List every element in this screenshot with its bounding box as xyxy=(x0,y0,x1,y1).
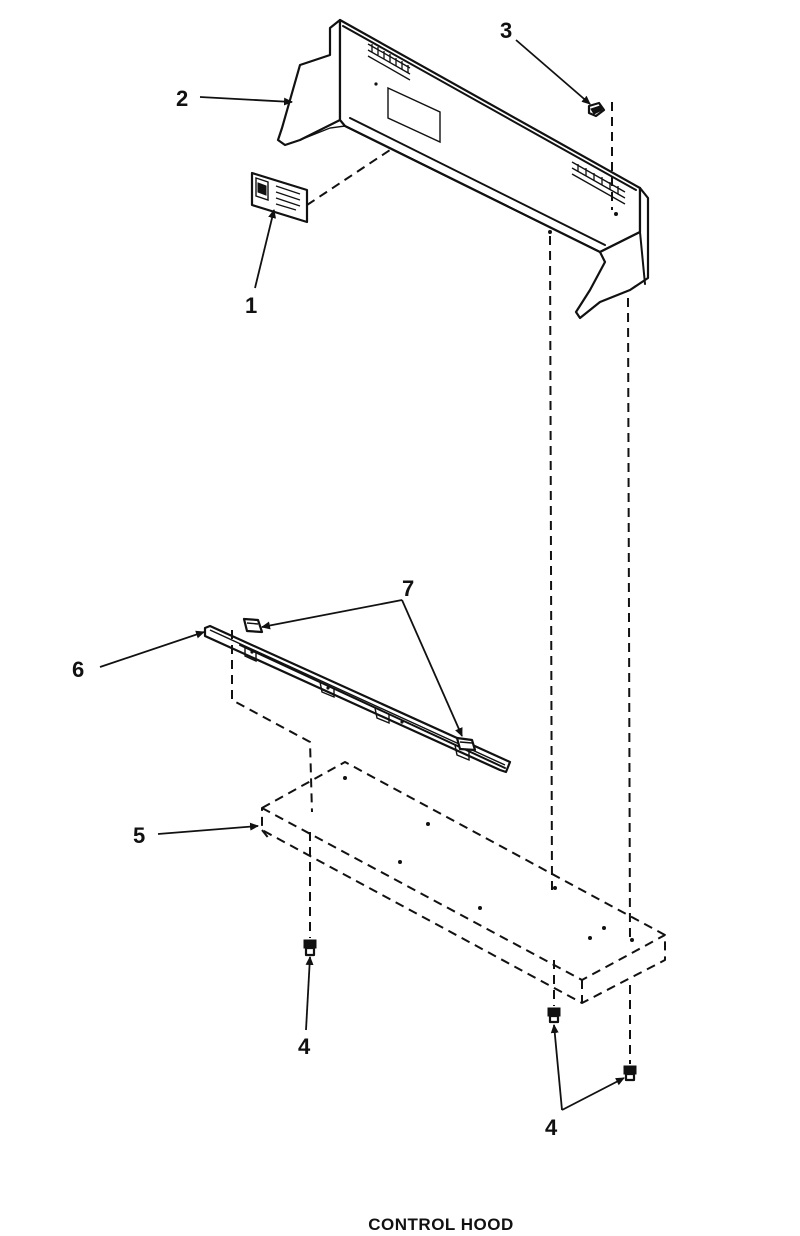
control-box-phantom xyxy=(261,761,666,1004)
callout-4-left: 4 xyxy=(298,1034,311,1059)
callout-2: 2 xyxy=(176,86,188,111)
diagram-caption: CONTROL HOOD xyxy=(368,1215,513,1234)
nameplate-recess xyxy=(387,86,441,144)
callout-6: 6 xyxy=(72,657,84,682)
assembly-guide-lines xyxy=(231,102,631,1064)
callout-leaders xyxy=(99,39,625,1111)
screw-right-upper xyxy=(547,1007,561,1024)
callout-5: 5 xyxy=(133,823,145,848)
callout-7: 7 xyxy=(402,576,414,601)
screw-left xyxy=(303,939,317,957)
control-hood-panel xyxy=(276,18,650,320)
panel-vent-left xyxy=(367,43,411,81)
nameplate-part xyxy=(250,171,309,224)
bracket-clip-lower xyxy=(455,736,477,752)
clip-part xyxy=(587,101,606,118)
screw-right-lower xyxy=(623,1065,637,1082)
bracket-clip-upper xyxy=(242,617,264,634)
callout-1: 1 xyxy=(245,293,257,318)
panel-vent-right xyxy=(571,161,626,205)
callout-4-right: 4 xyxy=(545,1115,558,1140)
callout-3: 3 xyxy=(500,18,512,43)
mounting-bracket xyxy=(203,624,512,774)
